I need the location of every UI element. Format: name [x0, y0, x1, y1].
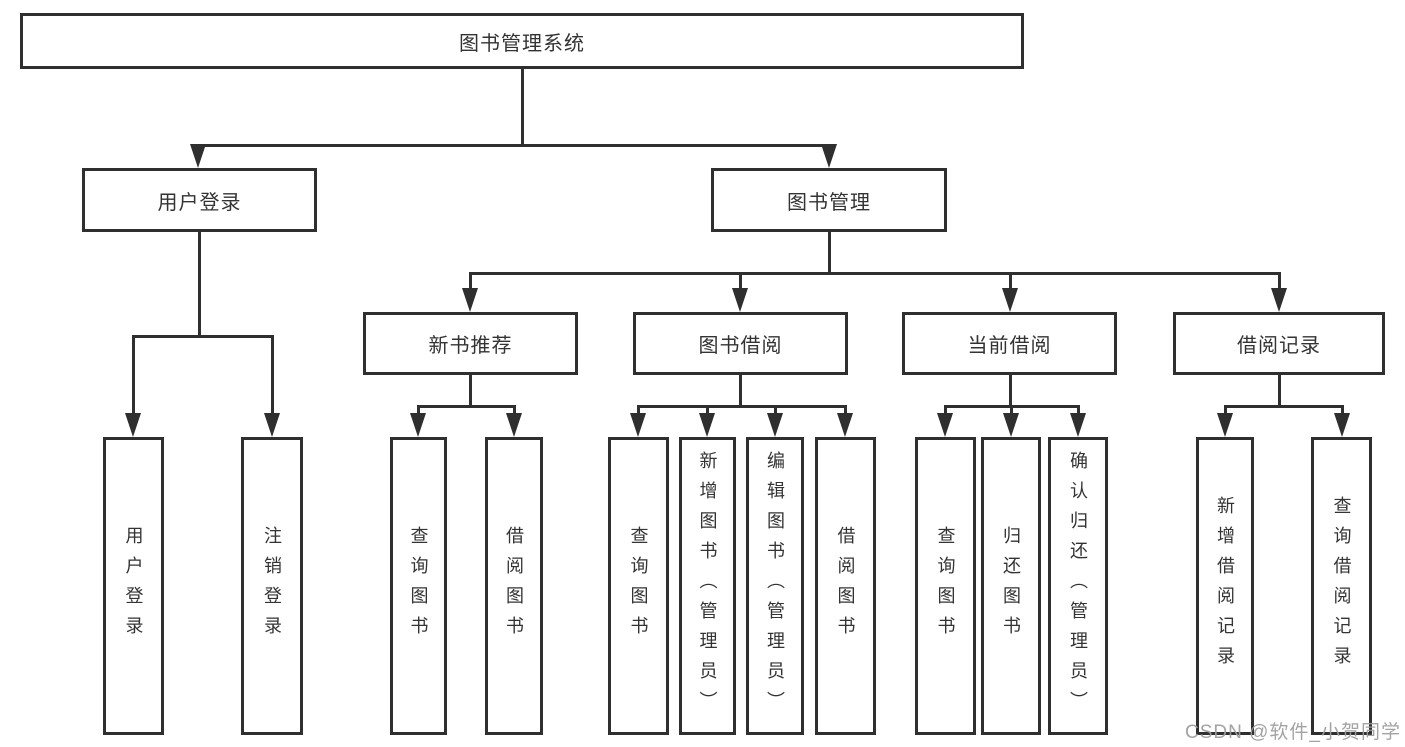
edge-bar-from-borrow-records [1223, 404, 1344, 408]
edge-bar-from-root [196, 143, 831, 147]
node-label-current-borrow: 当前借阅 [967, 335, 1052, 357]
node-current-borrow: 当前借阅 [902, 312, 1117, 375]
node-label-leaf-return-books: 归还图书 [1001, 526, 1021, 646]
node-leaf-confirm-return-admin: 确认归还（管理员） [1048, 437, 1108, 735]
node-label-new-book-recommend: 新书推荐 [428, 335, 513, 357]
arrowhead-down-icon [937, 413, 953, 437]
node-label-leaf-borrow-books-1: 借阅图书 [504, 526, 524, 646]
edge-stem-from-user-login-branch [197, 232, 201, 336]
edge-arrow-shaft [1277, 273, 1281, 296]
node-label-user-login-branch: 用户登录 [157, 191, 242, 214]
node-label-leaf-query-books-3: 查询图书 [935, 526, 956, 646]
node-leaf-logout: 注销登录 [241, 437, 303, 735]
csdn-watermark: CSDN @软件_小贺同学 [1185, 722, 1401, 743]
node-leaf-borrow-books-1: 借阅图书 [485, 437, 543, 735]
node-label-leaf-borrow-books-2: 借阅图书 [835, 526, 856, 646]
arrowhead-down-icon [1334, 413, 1350, 437]
node-label-leaf-add-books-admin: 新增图书（管理员） [697, 451, 718, 721]
arrowhead-down-icon [264, 413, 280, 437]
arrowhead-down-icon [1271, 288, 1287, 312]
edge-bar-from-user-login-branch [131, 334, 274, 338]
edge-bar-from-new-book-recommend [416, 404, 516, 408]
node-new-book-recommend: 新书推荐 [363, 312, 578, 375]
edge-stem-from-current-borrow [1008, 375, 1012, 406]
node-label-leaf-query-borrow-record: 查询借阅记录 [1331, 496, 1352, 676]
edge-arrow-shaft [468, 273, 472, 296]
arrowhead-down-icon [1070, 413, 1086, 437]
node-label-root: 图书管理系统 [459, 32, 585, 55]
node-leaf-query-books-2: 查询图书 [608, 437, 669, 735]
arrowhead-down-icon [125, 413, 141, 437]
edge-stem-from-root [520, 69, 524, 145]
node-label-leaf-query-books-2: 查询图书 [628, 526, 649, 646]
edge-stem-from-book-management-branch [827, 232, 831, 273]
node-label-leaf-user-login: 用户登录 [123, 526, 144, 646]
node-label-borrow-records: 借阅记录 [1237, 335, 1321, 357]
node-label-leaf-logout: 注销登录 [262, 526, 282, 646]
arrowhead-down-icon [821, 144, 837, 168]
arrowhead-down-icon [1003, 413, 1019, 437]
edge-stem-from-borrow-records [1277, 375, 1281, 406]
edge-arrow-shaft [131, 336, 135, 421]
edge-bar-from-book-borrow [636, 404, 847, 408]
edge-stem-from-book-borrow [738, 375, 742, 406]
node-book-borrow: 图书借阅 [633, 312, 848, 375]
node-leaf-query-books-1: 查询图书 [390, 437, 447, 735]
edge-arrow-shaft [738, 273, 742, 296]
arrowhead-down-icon [190, 144, 206, 168]
node-label-book-management-branch: 图书管理 [787, 191, 871, 214]
arrowhead-down-icon [462, 288, 478, 312]
node-leaf-add-borrow-record: 新增借阅记录 [1196, 437, 1254, 735]
node-book-management-branch: 图书管理 [711, 168, 947, 232]
edge-arrow-shaft [270, 336, 274, 421]
node-leaf-return-books: 归还图书 [981, 437, 1041, 735]
arrowhead-down-icon [767, 413, 783, 437]
node-label-book-borrow: 图书借阅 [698, 335, 783, 357]
arrowhead-down-icon [699, 413, 715, 437]
arrowhead-down-icon [1217, 413, 1233, 437]
edge-bar-from-book-management-branch [468, 271, 1281, 275]
node-label-leaf-add-borrow-record: 新增借阅记录 [1215, 496, 1235, 676]
node-leaf-add-books-admin: 新增图书（管理员） [679, 437, 736, 735]
edge-stem-from-new-book-recommend [468, 375, 472, 406]
arrowhead-down-icon [1002, 288, 1018, 312]
node-leaf-query-borrow-record: 查询借阅记录 [1311, 437, 1372, 735]
node-leaf-edit-books-admin: 编辑图书（管理员） [746, 437, 804, 735]
node-label-leaf-edit-books-admin: 编辑图书（管理员） [765, 451, 785, 721]
arrowhead-down-icon [506, 413, 522, 437]
node-borrow-records: 借阅记录 [1173, 312, 1385, 375]
arrowhead-down-icon [410, 413, 426, 437]
edge-arrow-shaft [1008, 273, 1012, 296]
node-leaf-user-login: 用户登录 [103, 437, 164, 735]
arrowhead-down-icon [837, 413, 853, 437]
node-leaf-query-books-3: 查询图书 [915, 437, 976, 735]
node-leaf-borrow-books-2: 借阅图书 [815, 437, 876, 735]
node-label-leaf-confirm-return-admin: 确认归还（管理员） [1068, 451, 1088, 721]
arrowhead-down-icon [732, 288, 748, 312]
arrowhead-down-icon [630, 413, 646, 437]
node-label-leaf-query-books-1: 查询图书 [408, 526, 429, 646]
node-user-login-branch: 用户登录 [82, 168, 317, 232]
node-root: 图书管理系统 [20, 13, 1024, 69]
